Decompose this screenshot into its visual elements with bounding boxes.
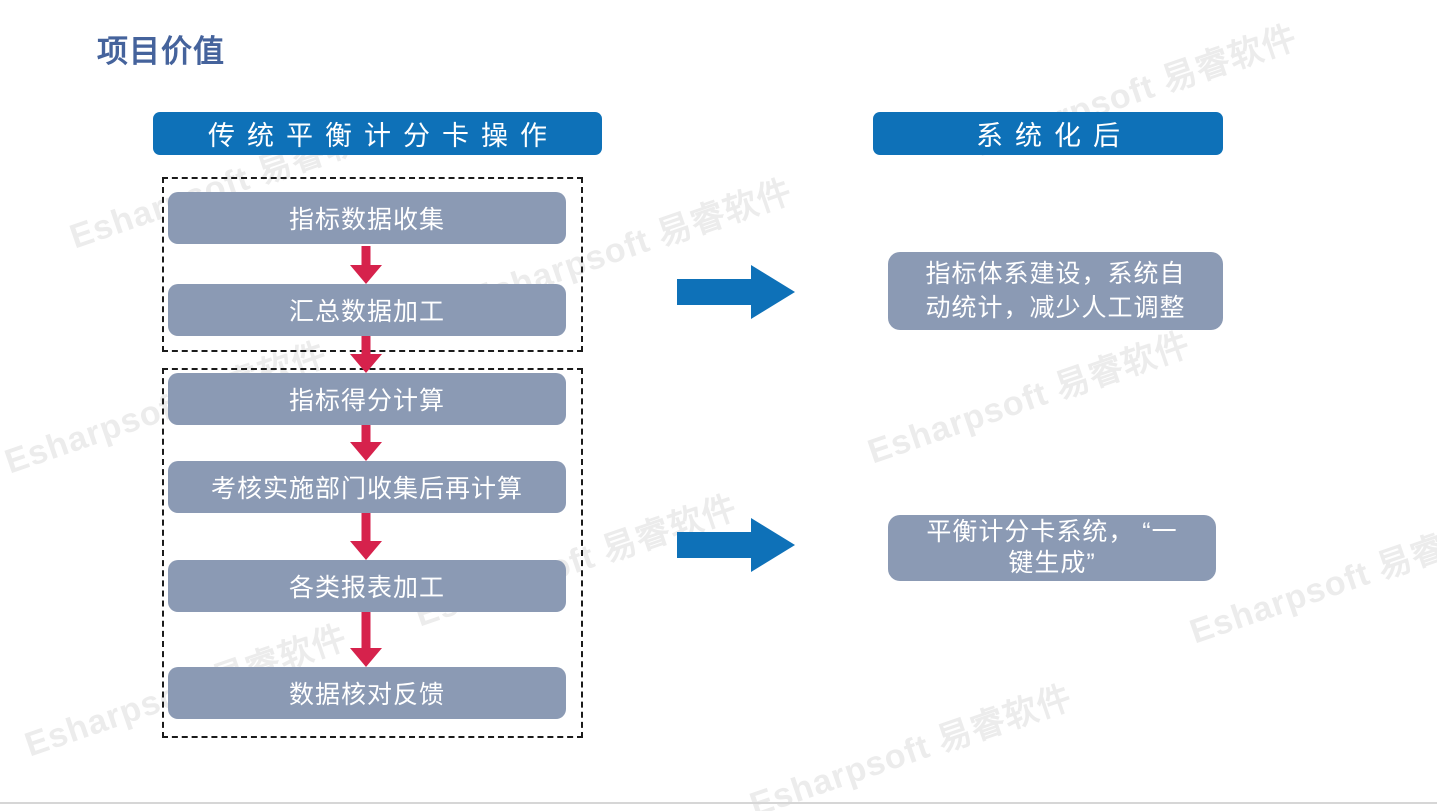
watermark: Esharpsoft 易睿软件 xyxy=(863,325,1196,472)
process-step: 指标数据收集 xyxy=(168,192,566,244)
process-step: 汇总数据加工 xyxy=(168,284,566,336)
result-line: 键生成” xyxy=(1008,549,1096,577)
watermark: Esharpsoft 易睿软件 xyxy=(745,678,1078,811)
right-arrow-icon xyxy=(677,265,795,319)
right-column-header: 系统化后 xyxy=(873,112,1223,155)
down-arrow-icon xyxy=(350,513,382,560)
result-line: 指标体系建设，系统自 xyxy=(925,260,1186,288)
page-title: 项目价值 xyxy=(97,34,225,69)
down-arrow-icon xyxy=(350,246,382,284)
down-arrow-icon xyxy=(350,336,382,373)
result-line: 平衡计分卡系统， “一 xyxy=(926,518,1178,546)
process-step: 指标得分计算 xyxy=(168,373,566,425)
result-box: 平衡计分卡系统， “一 键生成” xyxy=(888,515,1216,581)
right-arrow-icon xyxy=(677,518,795,572)
down-arrow-icon xyxy=(350,612,382,667)
process-step: 各类报表加工 xyxy=(168,560,566,612)
watermark: Esharpsoft 易睿软件 xyxy=(1185,505,1437,652)
slide-bottom-divider xyxy=(0,802,1437,804)
process-step: 考核实施部门收集后再计算 xyxy=(168,461,566,513)
down-arrow-icon xyxy=(350,425,382,461)
process-step: 数据核对反馈 xyxy=(168,667,566,719)
result-line: 动统计，减少人工调整 xyxy=(925,294,1186,322)
left-column-header: 传统平衡计分卡操作 xyxy=(153,112,602,155)
result-box: 指标体系建设，系统自 动统计，减少人工调整 xyxy=(888,252,1223,330)
